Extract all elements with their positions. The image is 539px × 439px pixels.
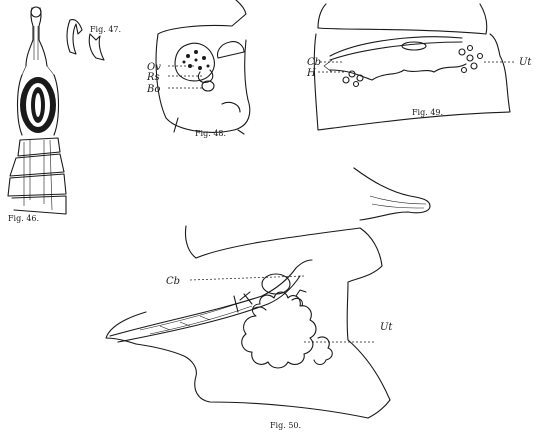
fig50-label-ut: Ut: [380, 322, 393, 333]
fig49-label-h: H: [306, 68, 316, 79]
fig48-label-rs: Rs: [146, 72, 160, 83]
fig50-label-cb: Cb: [166, 276, 180, 287]
fig48-label-ov: Ov: [147, 62, 161, 73]
fig49-label-cb: Cb: [307, 57, 321, 68]
fig48-caption: Fig. 48.: [195, 129, 226, 138]
fig48-drawing: [155, 0, 251, 135]
fig50-drawing: [105, 167, 431, 419]
fig46-caption: Fig. 46.: [8, 214, 39, 223]
fig47-caption: Fig. 47.: [90, 25, 121, 34]
fig46-drawing: [7, 6, 67, 215]
fig49-label-ut: Ut: [519, 57, 532, 68]
fig49-drawing: [313, 3, 516, 131]
fig50-caption: Fig. 50.: [270, 421, 301, 430]
fig48-label-bo: Bo: [146, 84, 160, 95]
fig47-drawing: [66, 19, 105, 61]
fig49-caption: Fig. 49.: [412, 108, 443, 117]
